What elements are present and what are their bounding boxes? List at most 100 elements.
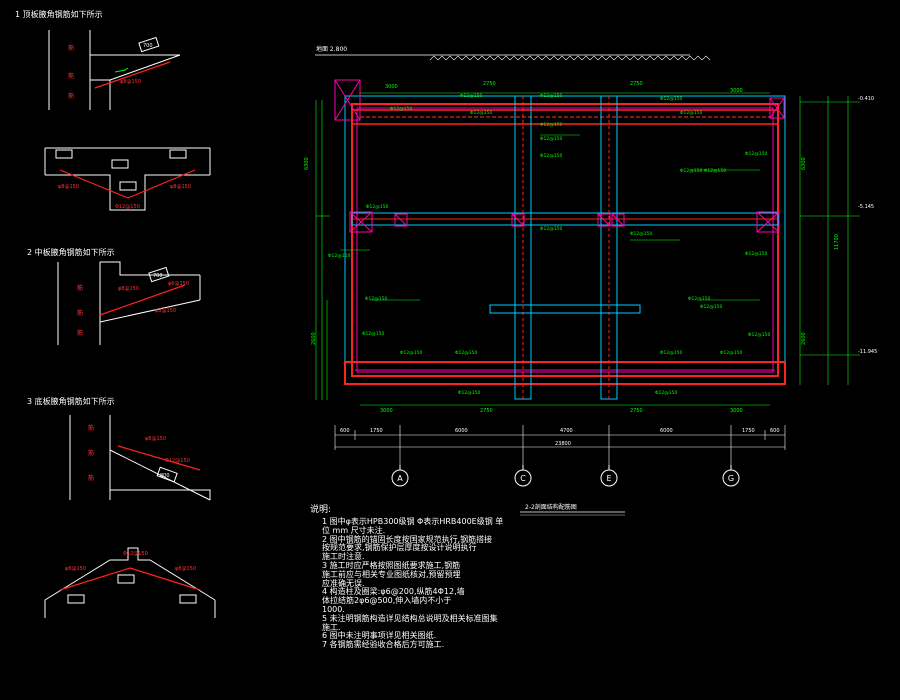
svg-text:φ6@150: φ6@150	[168, 281, 189, 287]
svg-text:φ8@150: φ8@150	[65, 566, 86, 572]
svg-text:1750: 1750	[742, 428, 755, 434]
svg-text:筋: 筋	[88, 474, 94, 482]
top-elevation-label: 地面 2.800	[316, 45, 347, 53]
svg-text:筋: 筋	[68, 72, 74, 80]
svg-text:2600: 2600	[801, 332, 807, 345]
svg-text:600: 600	[770, 428, 780, 434]
svg-text:φ8@150: φ8@150	[120, 79, 141, 85]
elevation-label: -5.145	[858, 204, 874, 210]
note-line: 施工.	[322, 622, 341, 632]
note-line: 7 各钢筋需经验收合格后方可施工.	[322, 640, 445, 650]
svg-text:Φ12@150: Φ12@150	[115, 204, 140, 210]
svg-text:筋: 筋	[88, 449, 94, 457]
span-label: 2750	[483, 81, 496, 87]
svg-text:φ8@150: φ8@150	[175, 566, 196, 572]
svg-text:Φ12@150: Φ12@150	[680, 110, 702, 116]
svg-text:筋: 筋	[68, 92, 74, 100]
side-detail-2: 2 中板腋角钢筋如下所示 700 φ8@150 φ6@150 φ8@150 筋 …	[27, 247, 201, 345]
svg-text:11700: 11700	[834, 234, 840, 250]
svg-text:Φ12@150 Φ12@150: Φ12@150 Φ12@150	[680, 168, 726, 174]
svg-text:1750: 1750	[370, 428, 383, 434]
svg-text:800: 800	[160, 473, 170, 479]
svg-text:Φ12@150: Φ12@150	[460, 93, 482, 99]
axis-label: G	[728, 474, 734, 483]
note-line: 3 施工时应严格按照图纸要求施工,钢筋	[322, 560, 461, 570]
note-line: 施工时注意.	[322, 552, 365, 562]
side-detail-1: 1 顶板腋角钢筋如下所示 筋 筋 筋 700 φ8@150	[15, 9, 181, 110]
svg-text:Φ12@150: Φ12@150	[400, 350, 422, 356]
svg-text:Φ12@150: Φ12@150	[700, 304, 722, 310]
svg-text:Φ12@150: Φ12@150	[390, 106, 412, 112]
svg-text:Φ12@150: Φ12@150	[123, 551, 148, 557]
svg-text:筋: 筋	[77, 284, 83, 292]
svg-text:Φ12@150: Φ12@150	[470, 110, 492, 116]
svg-text:φ8@150: φ8@150	[170, 184, 191, 190]
svg-text:6300: 6300	[801, 157, 807, 170]
svg-text:3000: 3000	[380, 408, 393, 414]
svg-text:筋: 筋	[88, 424, 94, 432]
axis-label: A	[397, 474, 403, 483]
svg-text:4700: 4700	[560, 428, 573, 434]
svg-text:筋: 筋	[77, 309, 83, 317]
svg-text:Φ12@150: Φ12@150	[660, 350, 682, 356]
svg-text:Φ12@150: Φ12@150	[688, 296, 710, 302]
svg-text:φ8@150: φ8@150	[145, 436, 166, 442]
svg-text:Φ12@150: Φ12@150	[458, 390, 480, 396]
axis-label: C	[520, 474, 526, 483]
note-line: 体拉结筋2φ6@500,伸入墙内不小于	[322, 596, 452, 606]
note-line: 1 图中φ表示HPB300级钢 Φ表示HRB400E级钢 单	[322, 517, 504, 526]
svg-text:筋: 筋	[68, 44, 74, 52]
svg-text:Φ12@150: Φ12@150	[366, 204, 388, 210]
svg-text:Φ12@150: Φ12@150	[745, 251, 767, 257]
svg-text:3000: 3000	[730, 408, 743, 414]
note-line: 应准确无误.	[322, 578, 365, 588]
svg-text:6000: 6000	[455, 428, 468, 434]
note-line: 2 图中钢筋的锚固长度按国家规范执行,钢筋搭接	[322, 534, 493, 544]
note-line: 5 未注明钢筋构造详见结构总说明及相关标准图集	[322, 613, 498, 623]
elevation-label: -0.410	[858, 96, 874, 102]
svg-text:Φ12@150: Φ12@150	[655, 390, 677, 396]
side-detail-title: 2 中板腋角钢筋如下所示	[27, 247, 115, 257]
svg-text:Φ12@150: Φ12@150	[165, 458, 190, 464]
svg-text:600: 600	[340, 428, 350, 434]
axis-label: E	[606, 474, 611, 483]
side-detail-3: 3 底板腋角钢筋如下所示 800 φ8@150 Φ12@150 筋 筋 筋	[27, 396, 211, 501]
svg-text:Φ12@150: Φ12@150	[455, 350, 477, 356]
side-detail-title: 3 底板腋角钢筋如下所示	[27, 396, 115, 406]
svg-text:Φ12@150: Φ12@150	[540, 136, 562, 142]
svg-text:Φ12@150: Φ12@150	[540, 153, 562, 159]
svg-text:2750: 2750	[630, 408, 643, 414]
svg-text:Φ12@150: Φ12@150	[660, 96, 682, 102]
svg-text:φ8@150: φ8@150	[155, 308, 176, 314]
span-label: 2750	[630, 81, 643, 87]
svg-text:700: 700	[153, 273, 163, 279]
svg-text:3000: 3000	[385, 84, 398, 90]
svg-text:3000: 3000	[730, 88, 743, 94]
note-line: 位 mm 尺寸未注.	[322, 525, 386, 535]
note-line: 6 图中未注明事项详见相关图纸.	[322, 631, 437, 641]
svg-text:Φ12@150: Φ12@150	[745, 151, 767, 157]
svg-text:700: 700	[143, 43, 153, 49]
section-title: 2-2剖面结构配筋图	[525, 503, 577, 511]
total-dimension: 23800	[555, 441, 571, 447]
svg-text:Φ12@150: Φ12@150	[748, 332, 770, 338]
note-line: 1000.	[322, 604, 345, 614]
svg-text:6000: 6000	[660, 428, 673, 434]
svg-text:φ8@150: φ8@150	[118, 286, 139, 292]
note-line: 按规范要求,钢筋保护层厚度按设计说明执行	[322, 543, 477, 553]
main-section: 地面 2.800	[304, 45, 877, 516]
notes-list: 1 图中φ表示HPB300级钢 Φ表示HRB400E级钢 单 位 mm 尺寸未注…	[322, 517, 504, 650]
svg-text:Φ12@150: Φ12@150	[365, 296, 387, 302]
svg-text:6300: 6300	[304, 157, 310, 170]
svg-text:Φ12@150: Φ12@150	[630, 231, 652, 237]
notes-heading: 说明:	[310, 505, 332, 515]
side-detail-1b: φ8@150 φ8@150 Φ12@150	[44, 147, 211, 211]
note-line: 施工前应与相关专业图纸核对,预留预埋	[322, 569, 461, 579]
elevation-label: -11.945	[858, 349, 877, 355]
svg-text:Φ12@150: Φ12@150	[328, 253, 350, 259]
svg-text:2600: 2600	[311, 332, 317, 345]
svg-text:Φ12@150: Φ12@150	[720, 350, 742, 356]
note-line: 4 构造柱及圈梁:φ6@200,纵筋4Φ12,墙	[322, 587, 465, 597]
svg-text:Φ12@150: Φ12@150	[540, 93, 562, 99]
svg-text:2750: 2750	[480, 408, 493, 414]
